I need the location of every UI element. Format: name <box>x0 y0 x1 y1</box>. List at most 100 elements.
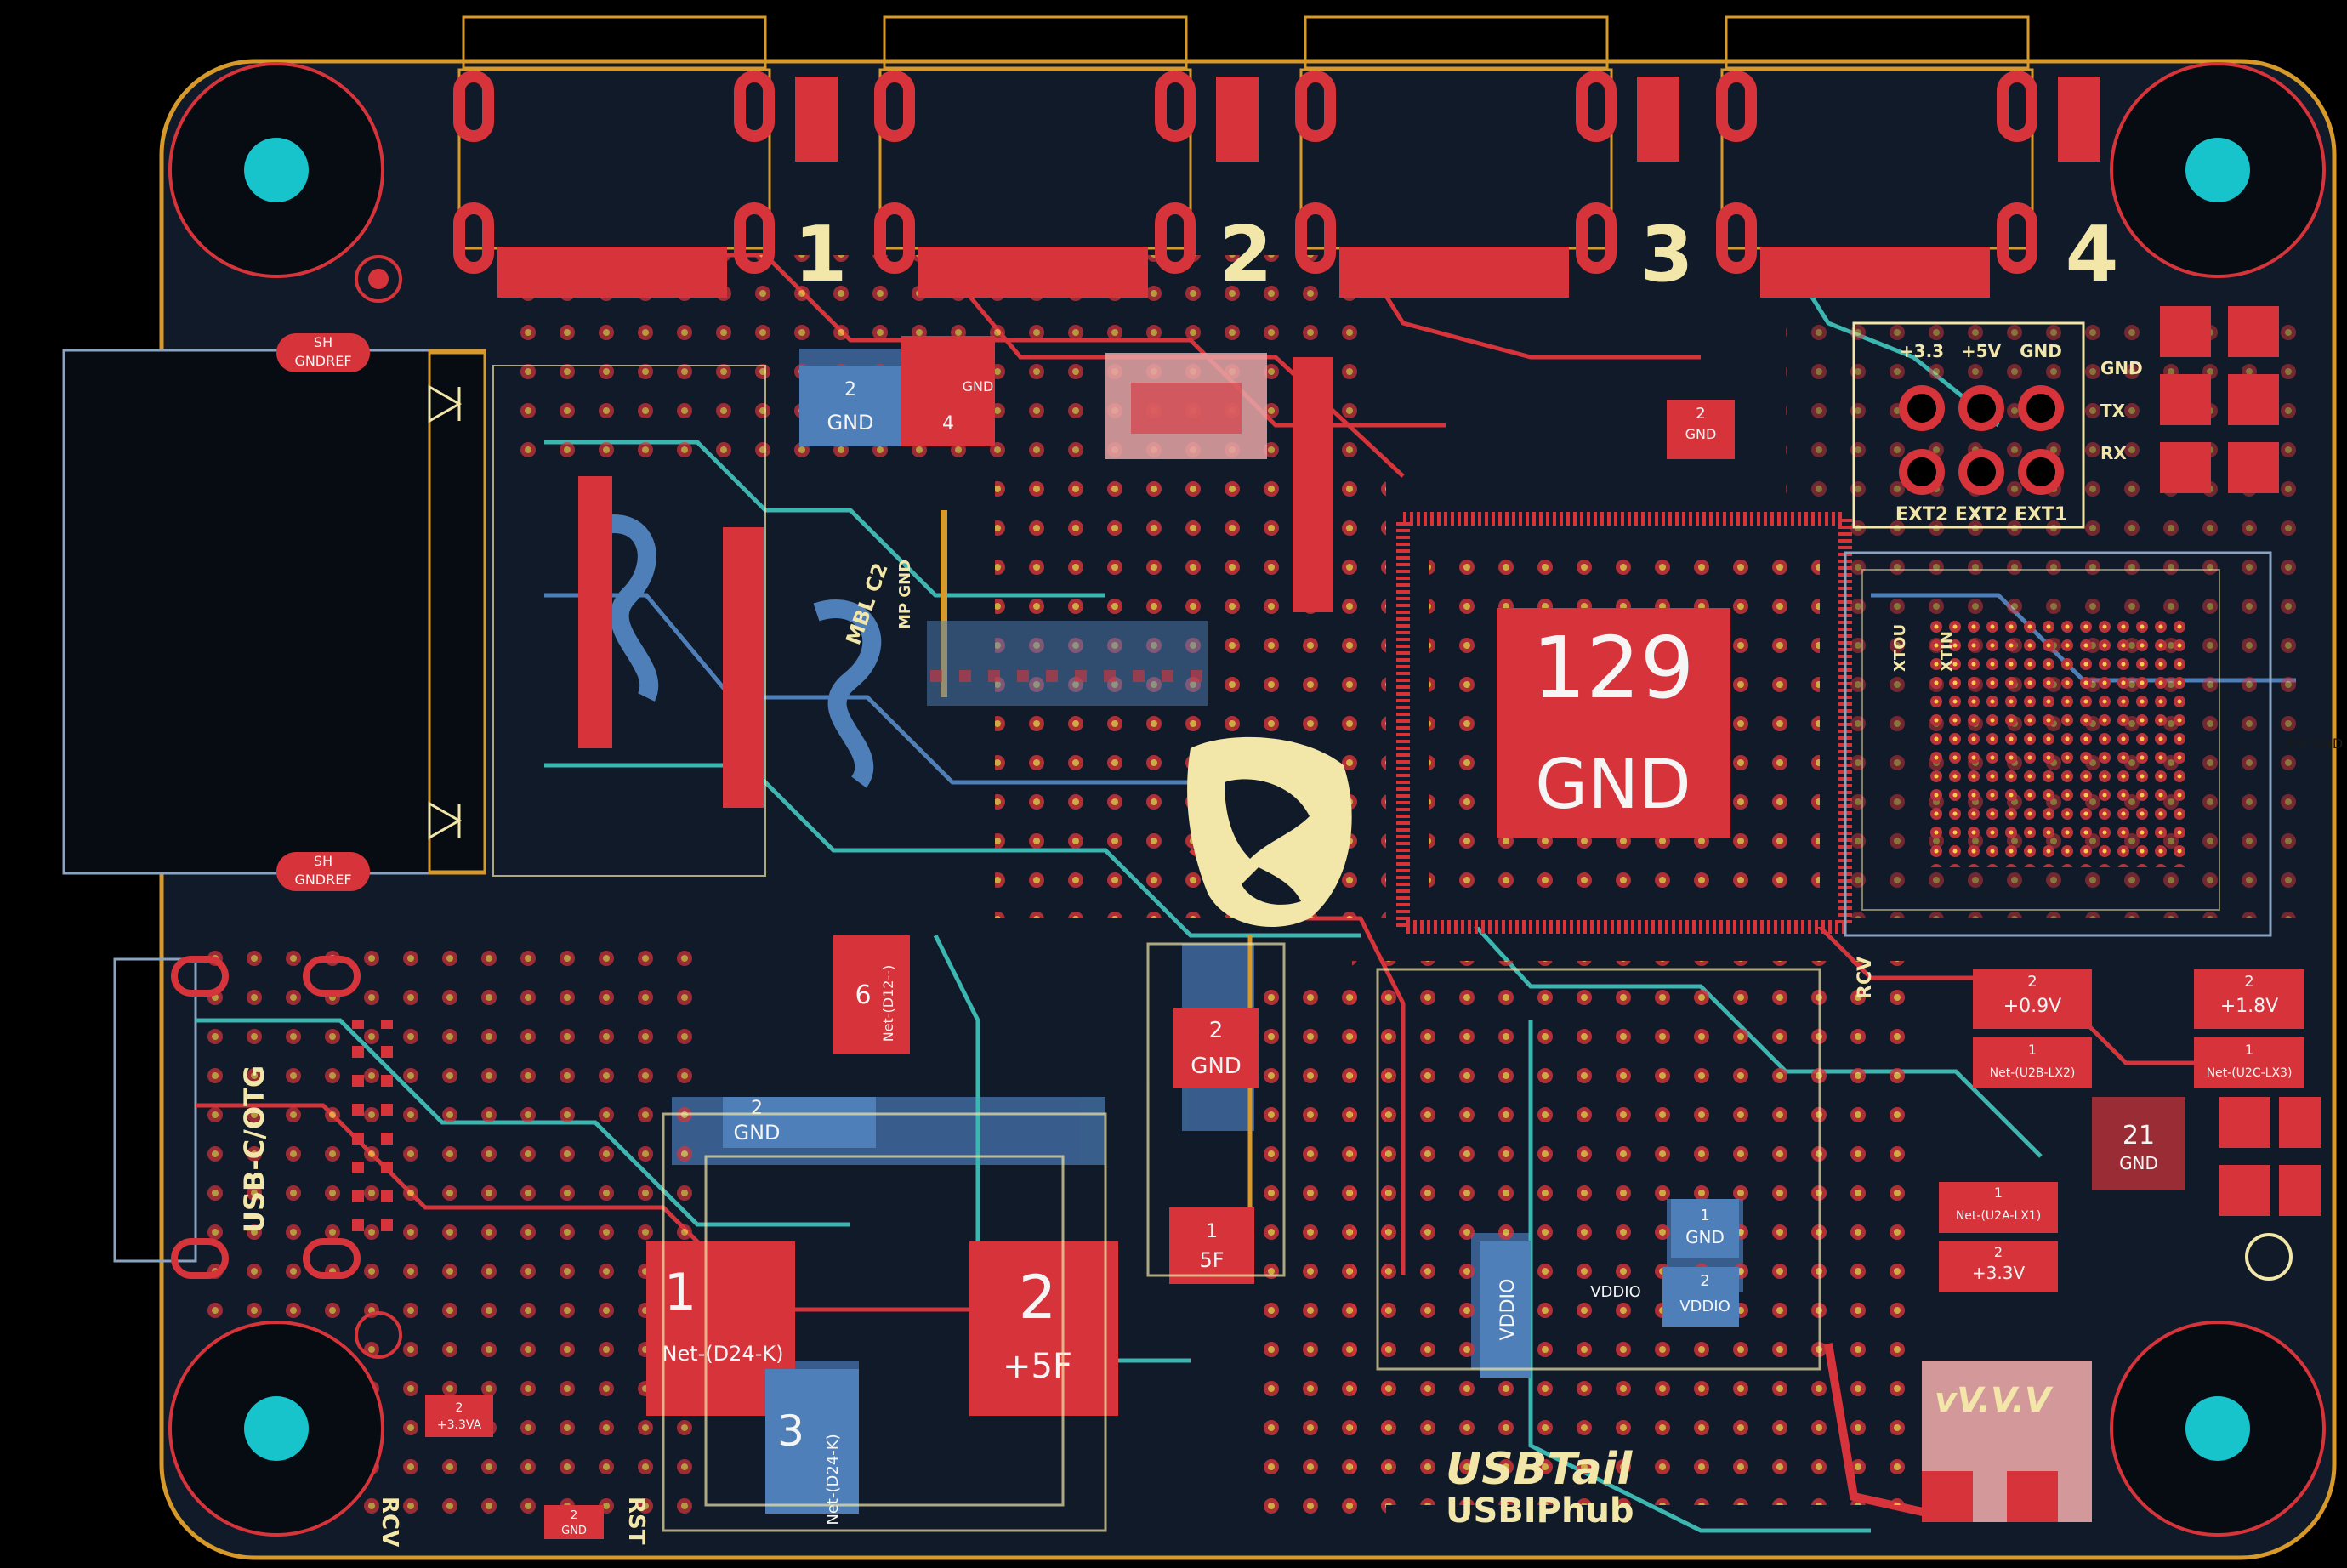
svg-text:Net-(U2C-LX3): Net-(U2C-LX3) <box>2207 1066 2293 1080</box>
rail-3v3: 1 Net-(U2A-LX1) 2 +3.3V <box>1939 1182 2058 1292</box>
port-esd-pads <box>795 77 2100 162</box>
svg-text:VDDIO: VDDIO <box>1590 1283 1641 1301</box>
svg-text:GND: GND <box>963 378 994 395</box>
pmic-package: 21 GND <box>2092 1097 2185 1190</box>
mcu-pin-number: 129 <box>1532 618 1695 718</box>
resistor-column-left <box>578 357 1333 808</box>
label-usb-c: USB-C/OTG <box>238 1065 270 1233</box>
pad-gnd-top-1: 2 GND <box>799 366 901 446</box>
pad-big-3: 3 Net-(D24-K) <box>765 1369 859 1525</box>
svg-text:GND: GND <box>1191 1054 1242 1079</box>
port-label-2: 2 <box>1219 210 1273 299</box>
svg-text:1: 1 <box>1700 1207 1709 1224</box>
port-label-3: 3 <box>1640 210 1694 299</box>
header-ext-1: EXT2 <box>1895 504 1948 526</box>
svg-text:2: 2 <box>2244 973 2253 991</box>
product-name: USBTail <box>1446 1444 1634 1495</box>
pad-net-d12: 6 Net-(D12--) <box>833 935 910 1054</box>
svg-text:SH: SH <box>314 334 332 350</box>
svg-text:SH: SH <box>314 853 332 869</box>
svg-text:2: 2 <box>1209 1018 1224 1043</box>
svg-text:6: 6 <box>855 980 871 1010</box>
svg-text:2: 2 <box>571 1509 577 1522</box>
mcu-pin-net: GND <box>1535 745 1691 824</box>
rail-0v9: 2 +0.9V 1 Net-(U2B-LX2) <box>1973 969 2092 1088</box>
svg-text:1: 1 <box>1994 1185 2003 1201</box>
svg-text:1: 1 <box>1206 1221 1218 1242</box>
svg-text:2: 2 <box>1019 1263 1057 1332</box>
header-power-3: GND <box>2020 341 2062 361</box>
svg-text:GND: GND <box>733 1121 780 1145</box>
label-xtal-b: XTIN <box>1938 631 1956 672</box>
brand-logo-block <box>1105 353 1267 459</box>
label-rcv-right: RCV <box>1855 957 1876 999</box>
svg-text:Net-(U2B-LX2): Net-(U2B-LX2) <box>1990 1066 2076 1080</box>
usb-port-pad-fingers <box>497 247 1990 298</box>
port-label-1: 1 <box>794 210 848 299</box>
svg-text:Net-(D24-K): Net-(D24-K) <box>824 1434 842 1525</box>
svg-text:5F: 5F <box>1199 1248 1224 1272</box>
svg-text:GND: GND <box>2119 1153 2158 1173</box>
back-squiggle-mid <box>813 599 882 788</box>
svg-text:Net-(D12--): Net-(D12--) <box>880 965 896 1042</box>
header-power-2: +5V <box>1962 341 2002 361</box>
pin-header: +3.3 +5V GND EXT2 EXT2 EXT1 GND TX RX <box>1852 321 2143 529</box>
rail-1v8: 2 +1.8V 1 Net-(U2C-LX3) <box>2194 969 2304 1088</box>
back-squiggle-left <box>592 514 659 702</box>
svg-text:+0.9V: +0.9V <box>2003 996 2061 1017</box>
pad-gnd-b: 2 GND <box>1667 400 1735 459</box>
header-uart-3: RX <box>2100 443 2127 463</box>
mcu-thermal-pad <box>1497 608 1730 838</box>
pad-gnd-d: 1 GND <box>1671 1199 1739 1258</box>
svg-text:2: 2 <box>751 1098 763 1119</box>
right-edge-pads <box>2219 1097 2321 1216</box>
pad-big-2: 2 +5F <box>969 1241 1118 1416</box>
pad-gnd-mid: 2 GND <box>1174 1008 1259 1088</box>
label-mp-gnd-b: MP GND <box>2287 736 2343 752</box>
svg-text:2: 2 <box>2027 973 2037 991</box>
label-rst: RST <box>623 1497 649 1545</box>
phy-chip-pins <box>927 663 1208 697</box>
svg-text:vV.V.V: vV.V.V <box>1935 1381 2054 1420</box>
shield-pad-top: SH GNDREF <box>276 333 370 372</box>
usb-c-side-outline <box>113 957 197 1263</box>
svg-text:GND: GND <box>561 1525 587 1537</box>
svg-text:GNDREF: GNDREF <box>294 353 351 369</box>
mcu-package: 129 GND <box>1396 512 1852 934</box>
magnetics-area <box>492 365 766 877</box>
bga-module <box>1844 551 2272 937</box>
mounting-holes <box>168 62 2326 1537</box>
svg-text:2: 2 <box>456 1401 463 1415</box>
magnetics-outline <box>428 351 486 873</box>
pad-5f: 1 5F <box>1169 1207 1254 1284</box>
svg-text:2: 2 <box>1994 1244 2003 1260</box>
svg-text:2: 2 <box>844 379 856 401</box>
pad-gnd-c: 2 GND <box>723 1097 876 1148</box>
svg-text:+3.3VA: +3.3VA <box>437 1418 482 1432</box>
usb-shield-slots <box>453 71 2037 274</box>
header-power-1: +3.3 <box>1900 341 1944 361</box>
label-rcv: RCV <box>377 1497 402 1547</box>
power-zone-outlines <box>662 942 1821 1532</box>
label-xtal-a: XTOU <box>1891 624 1909 672</box>
pad-regulator-top: 4 GND <box>901 336 995 446</box>
pad-rst-gnd: 2 GND <box>544 1505 604 1539</box>
svg-text:GND: GND <box>1685 426 1717 442</box>
svg-text:2: 2 <box>1700 1272 1709 1290</box>
svg-text:3: 3 <box>777 1406 804 1456</box>
port-label-4: 4 <box>2066 210 2119 299</box>
shield-pad-bottom: SH GNDREF <box>276 852 370 891</box>
diode-marks <box>428 384 463 840</box>
svg-text:Net-(U2A-LX1): Net-(U2A-LX1) <box>1956 1209 2041 1223</box>
svg-text:2: 2 <box>1696 405 1705 423</box>
header-uart-2: TX <box>2100 401 2126 421</box>
pad-3v3a: 2 +3.3VA <box>425 1395 493 1437</box>
svg-text:GND: GND <box>827 411 873 435</box>
header-ext-3: EXT1 <box>2015 504 2067 526</box>
svg-text:Net-(D24-K): Net-(D24-K) <box>662 1342 784 1366</box>
header-uart-1: GND <box>2100 358 2143 378</box>
header-ext-2: EXT2 <box>1955 504 2008 526</box>
svg-text:+3.3V: +3.3V <box>1972 1263 2026 1283</box>
svg-text:4: 4 <box>942 413 954 435</box>
